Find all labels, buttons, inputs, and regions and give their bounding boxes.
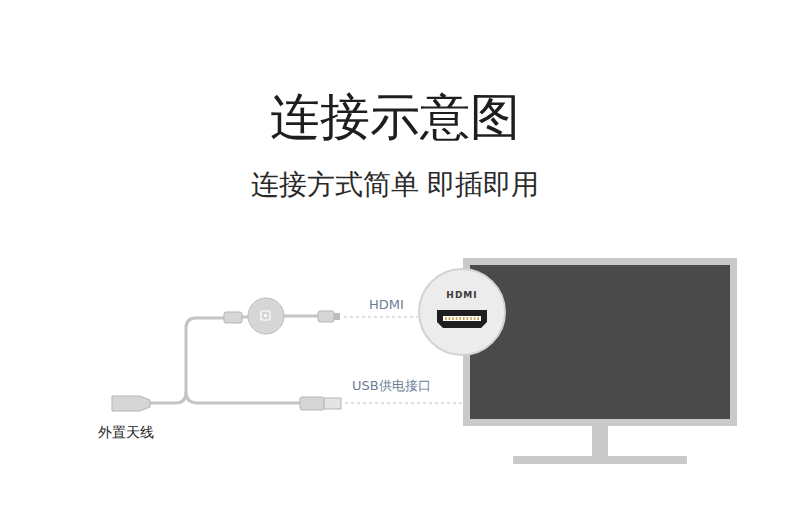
dongle-icon-dot — [264, 314, 267, 317]
antenna-connector — [112, 396, 150, 411]
hdmi-pin — [452, 317, 454, 320]
monitor-base — [513, 456, 687, 464]
hdmi-pin — [445, 317, 447, 320]
title: 连接示意图 — [0, 84, 790, 151]
dongle-icon — [261, 311, 270, 320]
monitor-frame — [463, 258, 737, 426]
hdmi-pin — [456, 317, 458, 320]
monitor-screen — [470, 265, 730, 419]
port-label: HDMI — [369, 297, 404, 312]
hdmi-port-tongue — [443, 316, 481, 321]
monitor — [463, 258, 737, 464]
hdmi-pin — [463, 317, 465, 320]
dongle-body — [248, 298, 284, 334]
zoom-circle-shape — [418, 268, 506, 356]
dongle — [248, 298, 284, 334]
monitor-neck — [592, 426, 608, 458]
hdmi-pin — [474, 317, 476, 320]
hdmi-pin — [449, 317, 451, 320]
hdmi-port — [437, 310, 487, 328]
micro-usb-plug — [224, 312, 242, 323]
port-label: USB供电接口 — [352, 377, 431, 395]
usb-cable — [186, 392, 302, 403]
usb-plug — [300, 397, 324, 410]
hdmi-plug-tip — [334, 313, 340, 320]
hdmi-pin — [477, 317, 479, 320]
hdmi-pin — [470, 317, 472, 320]
antenna-cable — [150, 318, 224, 403]
port-logo-text: HDMI — [418, 290, 506, 300]
zoom-circle: HDMI — [418, 268, 506, 356]
hdmi-pin — [467, 317, 469, 320]
zoom-circle-outline — [419, 269, 505, 355]
port-label: 外置天线 — [98, 424, 154, 442]
usb-guide — [345, 403, 462, 404]
subtitle: 连接方式简单 即插即用 — [0, 166, 790, 204]
cables — [150, 316, 320, 403]
hdmi-guide — [344, 317, 418, 318]
hdmi-pin — [459, 317, 461, 320]
usb-plug-tip — [324, 398, 341, 409]
hdmi-cable — [284, 315, 320, 318]
hdmi-plug — [318, 311, 334, 322]
